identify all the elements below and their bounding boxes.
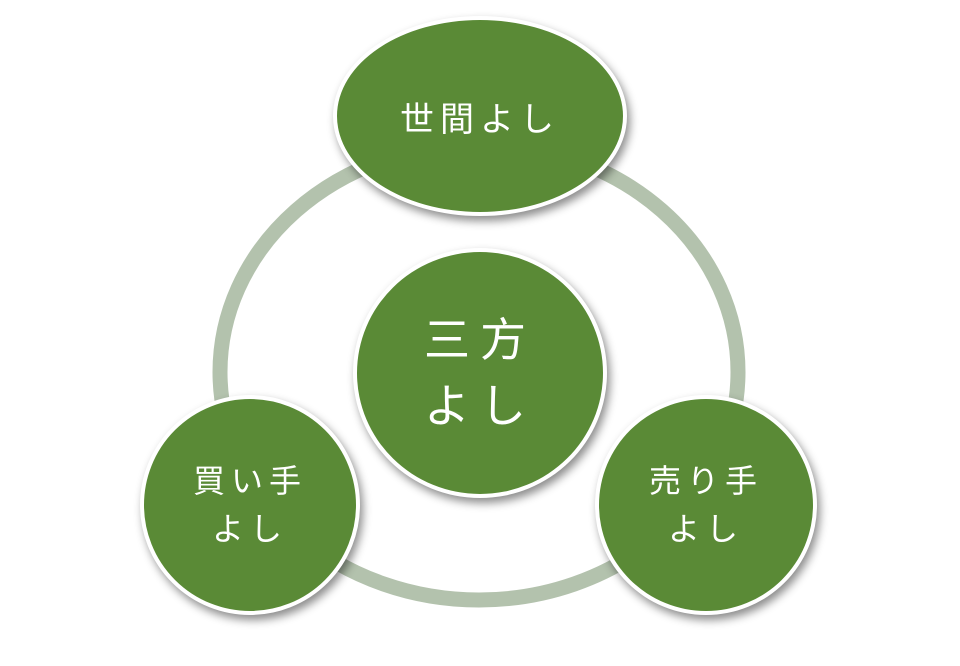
node-society-label: 世間よし (400, 99, 560, 140)
node-society: 世間よし (333, 16, 627, 216)
node-seller-line2: よし (667, 510, 744, 548)
node-three-way-line1: 三方 (424, 313, 536, 367)
node-three-way-line2: よし (424, 379, 536, 433)
node-buyer-line2: よし (211, 510, 288, 548)
node-three-way: 三方 よし (353, 248, 607, 498)
node-seller-line1: 売り手 (648, 462, 763, 500)
node-seller: 売り手 よし (595, 395, 817, 615)
node-buyer: 買い手 よし (140, 395, 360, 615)
node-buyer-line1: 買い手 (192, 462, 307, 500)
